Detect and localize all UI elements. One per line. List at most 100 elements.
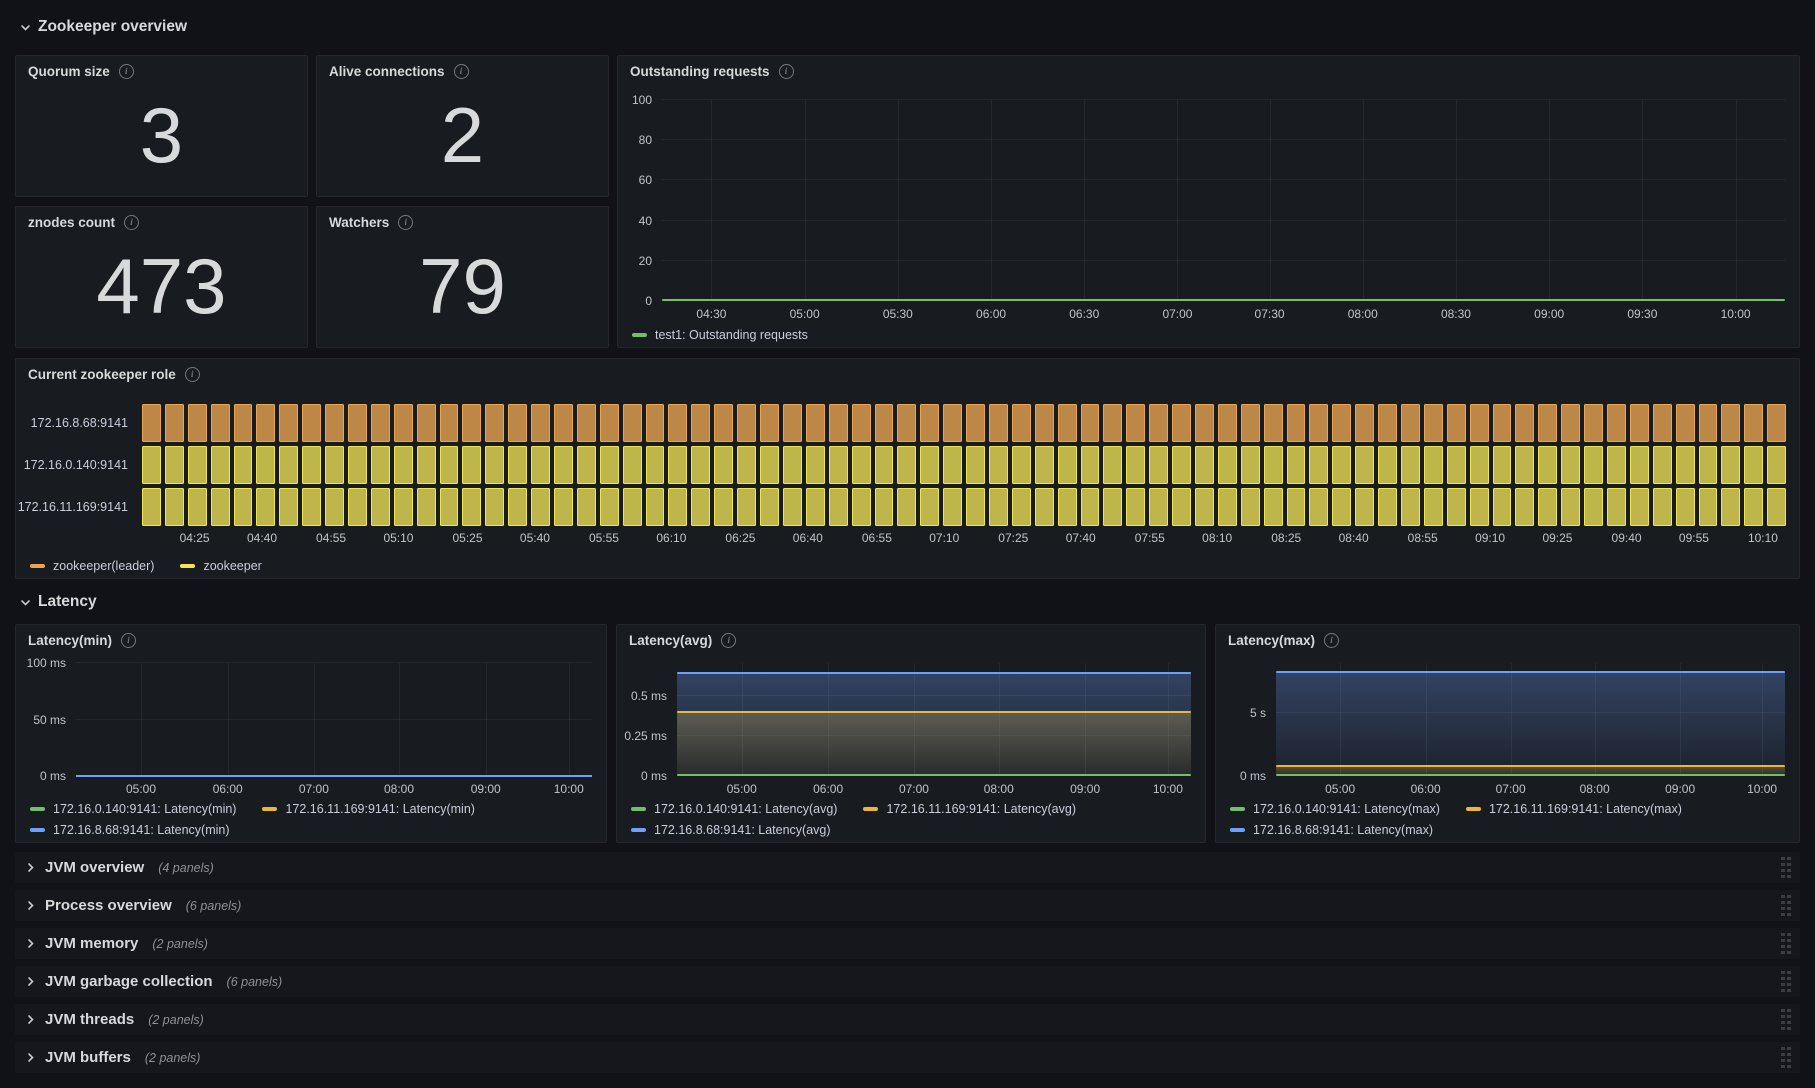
state-block (1103, 404, 1123, 442)
state-block (1423, 488, 1443, 526)
legend-item[interactable]: 172.16.0.140:9141: Latency(min) (30, 802, 236, 816)
drag-handle[interactable] (1781, 970, 1791, 993)
state-block (1240, 404, 1260, 442)
legend-item[interactable]: 172.16.8.68:9141: Latency(avg) (631, 823, 831, 837)
chevron-right-icon (25, 938, 36, 949)
info-icon[interactable]: i (453, 63, 469, 79)
legend-row: test1: Outstanding requests (632, 328, 808, 342)
drag-handle[interactable] (1781, 932, 1791, 955)
panel-header[interactable]: Quorum size i (16, 56, 307, 86)
panel-title: Alive connections (329, 63, 445, 79)
state-block (828, 488, 848, 526)
state-block (279, 404, 299, 442)
state-block (943, 446, 963, 484)
series-line (677, 672, 1191, 675)
panel-header[interactable]: Alive connections i (317, 56, 608, 86)
stat-value: 3 (139, 90, 184, 179)
info-icon[interactable]: i (124, 214, 139, 230)
x-gridline (1340, 663, 1342, 776)
legend-item[interactable]: zookeeper (180, 559, 262, 573)
timeline-row[interactable] (142, 404, 1787, 442)
panel-header[interactable]: Outstanding requests i (618, 56, 1799, 86)
collapsed-row-jvm-threads[interactable]: JVM threads(2 panels) (15, 1004, 1800, 1035)
timeline-row[interactable] (142, 446, 1787, 484)
drag-dot (1787, 856, 1791, 860)
legend-item[interactable]: test1: Outstanding requests (632, 328, 808, 342)
drag-handle[interactable] (1781, 1008, 1791, 1031)
state-block (1263, 446, 1283, 484)
info-icon[interactable]: i (778, 63, 794, 79)
legend-item[interactable]: 172.16.11.169:9141: Latency(max) (1465, 802, 1682, 816)
x-axis-tick: 05:00 (726, 782, 757, 796)
legend-item[interactable]: 172.16.11.169:9141: Latency(min) (262, 802, 475, 816)
legend-item[interactable]: 172.16.0.140:9141: Latency(max) (1230, 802, 1440, 816)
x-axis-tick: 06:25 (725, 531, 756, 545)
y-axis-tick: 0.25 ms (624, 729, 667, 744)
panel-header[interactable]: Latency(min) i (16, 625, 606, 655)
drag-dot (1787, 970, 1791, 974)
state-block (1126, 446, 1146, 484)
panel-header[interactable]: Latency(avg) i (617, 625, 1205, 655)
collapsed-row-jvm-overview[interactable]: JVM overview(4 panels) (15, 852, 1800, 883)
collapsed-row-jvm-buffers[interactable]: JVM buffers(2 panels) (15, 1042, 1800, 1073)
state-block (1332, 404, 1352, 442)
panel-title: Latency(max) (1228, 632, 1316, 648)
y-axis-tick: 5 s (1249, 705, 1266, 720)
drag-dot (1781, 1064, 1785, 1068)
legend-color-dash (180, 564, 196, 568)
legend-item[interactable]: zookeeper(leader) (30, 559, 154, 573)
state-block (1378, 404, 1397, 442)
panel-header[interactable]: Watchers i (317, 207, 608, 237)
panel-header[interactable]: Current zookeeper role i (16, 359, 1799, 389)
drag-handle[interactable] (1781, 856, 1791, 879)
collapsed-row-jvm-garbage-collection[interactable]: JVM garbage collection(6 panels) (15, 966, 1800, 997)
info-icon[interactable]: i (398, 214, 414, 230)
drag-dot (1781, 900, 1785, 904)
x-axis-tick: 06:00 (976, 307, 1007, 321)
state-block (691, 488, 711, 526)
legend-item[interactable]: 172.16.0.140:9141: Latency(avg) (631, 802, 837, 816)
info-icon[interactable]: i (184, 366, 200, 382)
state-block (828, 446, 848, 484)
drag-handle[interactable] (1781, 1046, 1791, 1069)
row-header-zookeeper-overview[interactable]: Zookeeper overview (20, 16, 187, 38)
panel-current-zookeeper-role: Current zookeeper role i 172.16.8.68:914… (15, 358, 1800, 579)
drag-dot (1787, 874, 1791, 878)
timeline-row[interactable] (142, 488, 1787, 526)
state-block (554, 404, 573, 442)
info-icon[interactable]: i (1324, 632, 1340, 648)
chart-legend: zookeeper(leader) zookeeper (30, 559, 262, 573)
x-axis-tick: 10:00 (553, 782, 584, 796)
drag-handle[interactable] (1781, 894, 1791, 917)
info-icon[interactable]: i (721, 632, 737, 648)
legend-item[interactable]: 172.16.8.68:9141: Latency(min) (30, 823, 230, 837)
x-axis-tick: 05:55 (588, 531, 619, 545)
state-block (668, 446, 688, 484)
panel-header[interactable]: Latency(max) i (1216, 625, 1799, 655)
state-block (1057, 488, 1077, 526)
legend-item[interactable]: 172.16.8.68:9141: Latency(max) (1230, 823, 1433, 837)
panel-header[interactable]: znodes count i (16, 207, 307, 237)
drag-dot (1787, 932, 1791, 936)
row-header-latency[interactable]: Latency (20, 591, 97, 613)
state-block (1103, 488, 1123, 526)
state-block (1080, 488, 1100, 526)
info-icon[interactable]: i (118, 63, 134, 79)
state-block (393, 446, 413, 484)
collapsed-row-process-overview[interactable]: Process overview(6 panels) (15, 890, 1800, 921)
info-icon[interactable]: i (121, 632, 137, 648)
collapsed-row-jvm-memory[interactable]: JVM memory(2 panels) (15, 928, 1800, 959)
state-block (828, 404, 848, 442)
legend-item[interactable]: 172.16.11.169:9141: Latency(avg) (863, 802, 1076, 816)
